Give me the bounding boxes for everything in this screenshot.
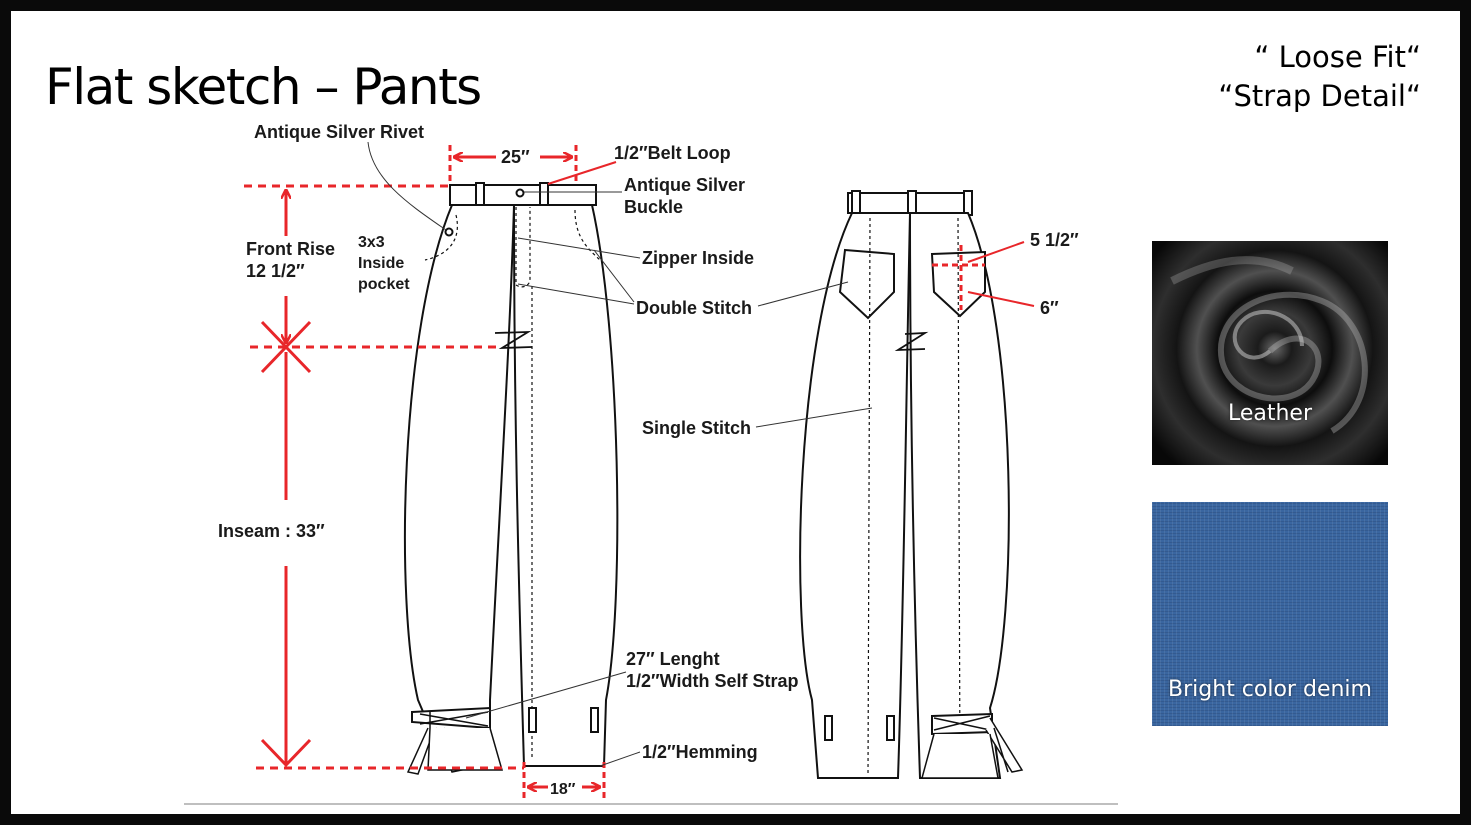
label-zipper: Zipper Inside	[642, 248, 755, 268]
label-hemming: 1/2″Hemming	[642, 742, 758, 762]
double-stitch-leader-1	[593, 249, 635, 303]
label-single-stitch: Single Stitch	[642, 418, 752, 438]
front-belt-loop-left	[475, 182, 485, 208]
leather-swirl	[1170, 256, 1368, 434]
label-pocket-line2: Inside	[358, 255, 405, 272]
back-view-pants	[799, 190, 1024, 779]
label-waist: 25″	[501, 147, 530, 167]
label-buckle-line1: Antique Silver	[624, 175, 746, 195]
back-left-leg	[799, 212, 912, 779]
front-right-leg	[512, 204, 619, 767]
front-rivet	[444, 227, 454, 237]
label-pocket-line1: 3x3	[358, 234, 385, 251]
slide-title: Flat sketch – Pants	[45, 58, 482, 116]
back-pocket-width-pointer	[967, 241, 1025, 263]
back-hem-slot-left	[824, 715, 833, 741]
back-belt-loop-center	[907, 190, 917, 216]
front-hem-slot-left	[528, 707, 537, 733]
belt-loop-pointer	[547, 161, 617, 185]
double-stitch-leader-2	[517, 283, 635, 305]
label-double-stitch: Double Stitch	[636, 298, 752, 318]
back-pocket-height-pointer	[967, 291, 1035, 307]
denim-swatch: Bright color denim	[1152, 502, 1388, 726]
label-pocket: 3x3 Inside pocket	[358, 232, 410, 295]
back-pocket-left	[838, 248, 895, 320]
measurement-lines	[244, 145, 1035, 800]
label-front-rise: Front Rise 12 1/2″	[246, 238, 335, 282]
rivet-leader	[367, 141, 447, 231]
front-belt-loop-right	[539, 182, 549, 208]
label-back-pocket-height: 6″	[1040, 298, 1059, 318]
back-break-mark	[894, 331, 929, 352]
double-stitch-leader-3	[757, 281, 849, 307]
label-buckle: Antique Silver Buckle	[624, 174, 745, 218]
front-cuff	[427, 727, 503, 771]
hemming-leader	[599, 751, 641, 767]
fit-note-loose: “ Loose Fit“	[1254, 40, 1421, 74]
label-strap-line2: 1/2″Width Self Strap	[626, 671, 799, 691]
label-strap: 27″ Lenght 1/2″Width Self Strap	[626, 648, 799, 692]
back-hem-slot-right	[886, 715, 895, 741]
front-left-leg	[403, 204, 516, 715]
leather-caption: Leather	[1227, 401, 1313, 426]
front-break-mark	[494, 330, 533, 350]
inseam-chevron-bottom	[260, 738, 312, 768]
fit-note-strap: “Strap Detail“	[1218, 79, 1421, 113]
label-front-rise-line2: 12 1/2″	[246, 261, 305, 281]
zipper-leader	[517, 237, 641, 259]
back-belt-loop-right	[963, 190, 973, 216]
single-stitch-leader	[755, 407, 873, 428]
front-hem-slot-right	[590, 707, 599, 733]
front-pocket-right	[574, 209, 603, 263]
label-inseam: Inseam : 33″	[218, 521, 325, 541]
label-buckle-line2: Buckle	[624, 197, 684, 217]
strap-leader	[465, 671, 627, 719]
label-front-rise-line1: Front Rise	[246, 239, 336, 259]
label-pocket-line3: pocket	[358, 276, 410, 293]
label-belt-loop: 1/2″Belt Loop	[614, 143, 731, 163]
back-belt-loop-left	[851, 190, 861, 216]
back-strap-tie	[985, 717, 1024, 773]
label-hem-width: 18″	[550, 781, 576, 798]
fit-notes: “ Loose Fit“ “Strap Detail“	[1218, 38, 1421, 116]
front-view-pants	[403, 182, 619, 775]
denim-caption: Bright color denim	[1168, 677, 1372, 702]
inseam-chevron	[260, 344, 312, 374]
front-pocket-left	[424, 214, 458, 261]
back-cuff	[921, 733, 999, 779]
leader-lines	[367, 141, 873, 767]
front-fly	[515, 207, 531, 288]
label-rivet: Antique Silver Rivet	[254, 122, 425, 142]
leather-swatch: Leather	[1152, 241, 1388, 465]
front-button	[515, 188, 525, 198]
label-back-pocket-width: 5 1/2″	[1030, 230, 1079, 250]
label-strap-line1: 27″ Lenght	[626, 649, 720, 669]
